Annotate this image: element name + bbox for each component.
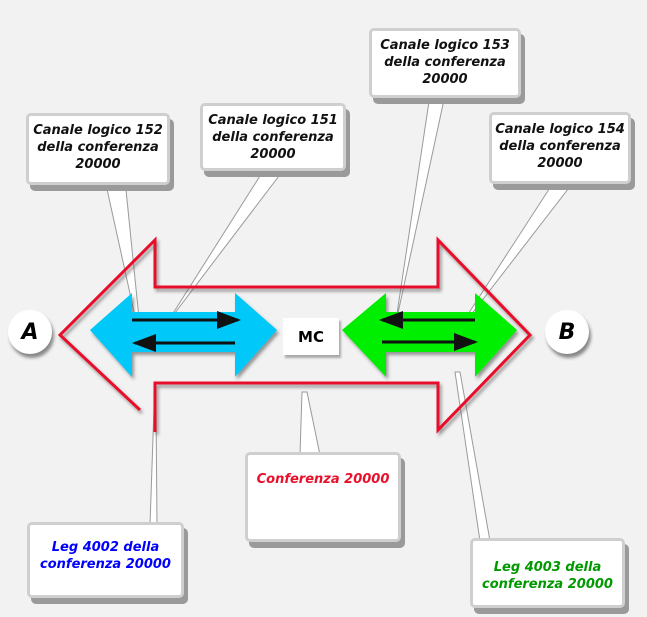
callout-pointers (104, 94, 577, 542)
logical-channel-arrows (132, 311, 478, 352)
callout-line: Canale logico 154 (495, 122, 625, 137)
leg-a-double-arrow (90, 293, 277, 377)
callout-conference: Conferenza 20000 (245, 452, 401, 542)
callout-line: Canale logico 153 (380, 38, 510, 53)
callout-line: Canale logico 152 (33, 123, 163, 138)
callout-line: Leg 4002 della (51, 540, 160, 555)
callout-channel-153: Canale logico 153 della conferenza 20000 (369, 28, 521, 98)
callout-line: 20000 (250, 147, 296, 162)
callout-line: della conferenza (212, 130, 334, 145)
callout-line: Conferenza 20000 (256, 472, 390, 487)
conference-outline (57, 236, 533, 434)
mc-box: MC (283, 318, 339, 355)
endpoint-b: B (545, 310, 589, 354)
callout-line: conferenza 20000 (40, 557, 171, 572)
callout-line: della conferenza (384, 55, 506, 70)
callout-line: della conferenza (37, 140, 159, 155)
callout-line: 20000 (422, 72, 468, 87)
callout-channel-152: Canale logico 152 della conferenza 20000 (26, 113, 170, 185)
callout-line: Leg 4003 della (493, 560, 602, 575)
endpoint-a: A (8, 310, 52, 354)
callout-line: conferenza 20000 (482, 577, 613, 592)
callout-leg-4002: Leg 4002 della conferenza 20000 (27, 522, 184, 598)
callout-leg-4003: Leg 4003 della conferenza 20000 (470, 538, 625, 608)
leg-b-double-arrow (342, 293, 517, 377)
callout-channel-151: Canale logico 151 della conferenza 20000 (200, 103, 346, 171)
callout-line: 20000 (75, 157, 121, 172)
callout-line: Canale logico 151 (208, 113, 338, 128)
callout-line: della conferenza (499, 139, 621, 154)
callout-line: 20000 (537, 156, 583, 171)
callout-channel-154: Canale logico 154 della conferenza 20000 (489, 112, 631, 184)
